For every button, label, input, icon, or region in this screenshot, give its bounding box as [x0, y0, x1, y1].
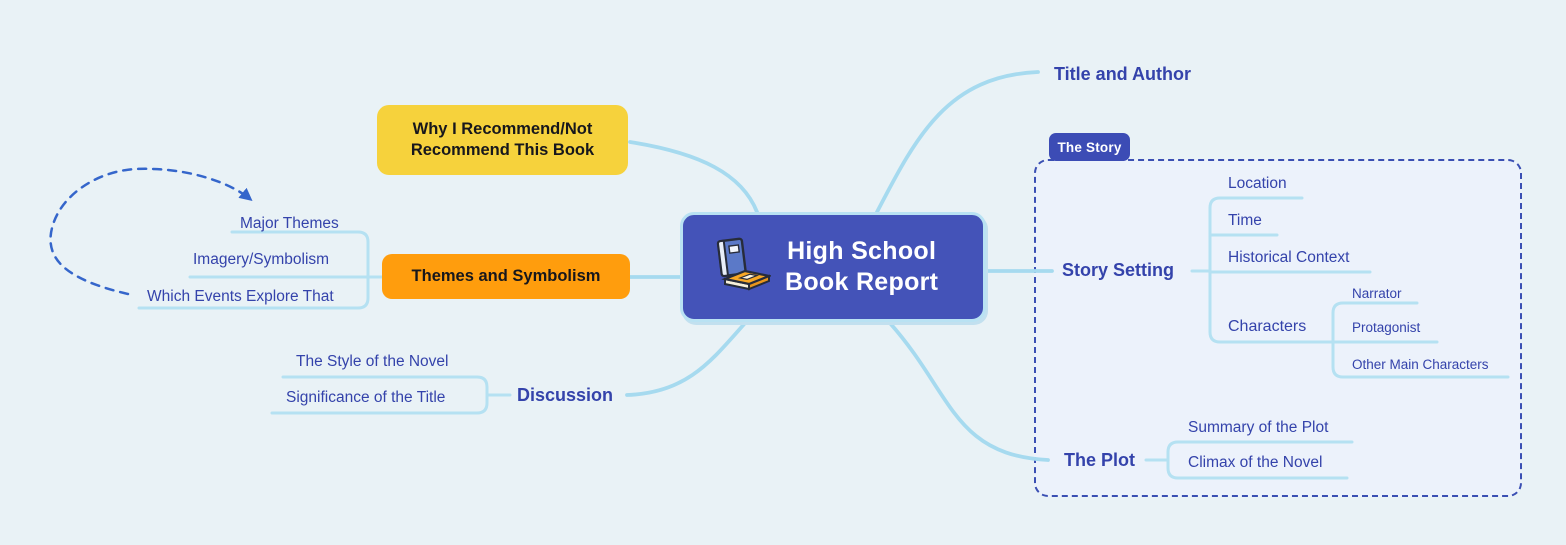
connector-center-to-recommend	[628, 140, 759, 214]
node-title-author[interactable]: Title and Author	[1054, 64, 1191, 84]
node-climax-of-novel[interactable]: Climax of the Novel	[1188, 454, 1323, 471]
node-other-main-characters[interactable]: Other Main Characters	[1352, 357, 1489, 372]
node-style-of-novel[interactable]: The Style of the Novel	[296, 353, 449, 370]
node-recommend-line2: Recommend This Book	[410, 141, 595, 159]
node-the-plot[interactable]: The Plot	[1064, 450, 1135, 470]
central-node-title: High School Book Report	[785, 236, 938, 298]
node-recommend-line1: Why I Recommend/Not	[412, 120, 593, 138]
node-location[interactable]: Location	[1228, 175, 1287, 192]
node-major-themes[interactable]: Major Themes	[240, 215, 339, 232]
central-node[interactable]: High School Book Report	[680, 212, 986, 322]
node-protagonist[interactable]: Protagonist	[1352, 320, 1421, 335]
node-time[interactable]: Time	[1228, 212, 1262, 229]
books-icon	[711, 237, 773, 298]
node-significance-title[interactable]: Significance of the Title	[286, 389, 446, 406]
central-title-line1: High School	[787, 237, 937, 265]
connector-center-to-discussion	[625, 320, 748, 397]
node-imagery-symbolism[interactable]: Imagery/Symbolism	[193, 251, 330, 268]
connector-center-to-title-author	[875, 70, 1040, 214]
central-title-line2: Book Report	[785, 268, 939, 296]
node-recommend[interactable]: Why I Recommend/Not Recommend This Book	[377, 105, 628, 175]
node-discussion[interactable]: Discussion	[517, 385, 614, 405]
node-which-events[interactable]: Which Events Explore That	[147, 288, 334, 305]
node-summary-of-plot[interactable]: Summary of the Plot	[1188, 419, 1329, 436]
node-characters[interactable]: Characters	[1228, 318, 1307, 335]
story-group-badge[interactable]: The Story	[1049, 133, 1130, 161]
node-narrator[interactable]: Narrator	[1352, 286, 1402, 301]
node-story-setting[interactable]: Story Setting	[1062, 260, 1175, 280]
node-themes[interactable]: Themes and Symbolism	[382, 254, 630, 299]
connector-center-to-plot	[887, 320, 1050, 462]
dashed-loop-arrow	[49, 167, 253, 296]
node-historical-context[interactable]: Historical Context	[1228, 249, 1350, 266]
